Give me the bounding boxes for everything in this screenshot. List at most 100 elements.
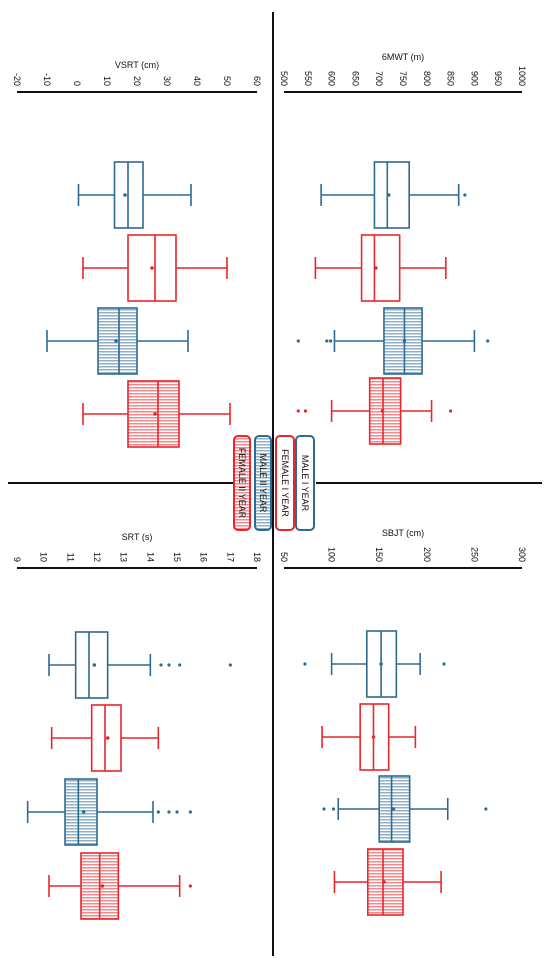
box-plot-female-ii-year [296,377,453,445]
mean-marker [382,880,386,884]
tick-label: 500 [279,71,289,86]
box-plot-female-i-year [314,234,447,302]
tick-label: 13 [119,552,129,562]
legend-item-male-i-year: MALE I YEAR [295,435,315,531]
outlier-point [188,884,192,888]
outlier-point [329,339,333,343]
outlier-point [167,663,171,667]
outlier-point [156,810,160,814]
legend-label: MALE II YEAR [258,454,268,513]
outlier-point [325,339,329,343]
outlier-point [331,807,336,811]
legend-label: FEMALE I YEAR [280,449,290,517]
tick-label: 100 [327,547,337,562]
mean-marker [391,807,396,811]
outlier-point [303,662,307,666]
mean-marker [371,735,376,739]
box-plot-male-ii-year [46,307,189,375]
tick-label: 750 [398,71,408,86]
box-plot-male-i-year [77,161,192,229]
outlier-point [486,339,490,343]
panel-title: SRT (s) [122,532,153,542]
panel-sbjt: SBJT (cm) 50 100 150 200 250 300 [279,528,527,916]
tick-label: 10 [102,76,112,86]
box-plot-male-ii-year [296,307,490,375]
legend-item-male-ii-year: MALE II YEAR [254,435,272,531]
tick-label: 1000 [517,66,527,86]
tick-label: 11 [65,553,75,562]
tick-label: 650 [350,71,360,86]
outlier-point [442,662,446,666]
tick-label: -10 [42,73,52,86]
tick-label: 50 [222,76,232,86]
box-iqr [64,778,98,846]
box-iqr [360,234,401,302]
box-plot-female-ii-year [82,380,231,448]
tick-label: 700 [374,71,384,86]
mean-marker [153,412,157,416]
outlier-point [296,409,300,413]
tick-label: 550 [303,71,313,86]
mean-marker [150,266,154,270]
tick-label: 20 [132,76,142,86]
tick-label: 800 [422,71,432,86]
mean-marker [114,339,118,343]
tick-label: 40 [192,76,202,86]
tick-label: 15 [172,552,182,562]
box-plot-male-ii-year [26,778,192,846]
box-plot-male-i-year [303,630,446,698]
tick-label: 14 [145,552,155,562]
outlier-point [303,409,308,413]
box-plot-female-i-year [50,704,160,772]
mean-marker [100,884,105,888]
tick-label: 9 [12,557,22,562]
tick-label: -20 [12,73,22,86]
tick-label: 30 [162,76,172,86]
outlier-point [175,810,179,814]
box-plot-male-i-year [320,161,467,229]
mean-marker [81,810,86,814]
mean-marker [402,339,407,343]
tick-label: 17 [225,552,235,562]
mean-marker [105,736,110,740]
legend-item-female-ii-year: FEMALE II YEAR [233,435,251,531]
box-plot-male-i-year [48,631,232,699]
outlier-point [296,339,300,343]
legend-item-female-i-year: FEMALE I YEAR [275,435,295,531]
mean-marker [123,193,127,197]
tick-label: 250 [469,547,479,562]
panel-title: SBJT (cm) [382,528,424,538]
tick-label: 18 [252,552,262,562]
tick-label: 600 [327,71,337,86]
tick-label: 10 [39,552,49,562]
outlier-point [178,663,182,667]
tick-label: 300 [517,547,527,562]
box-iqr [373,161,410,229]
mean-marker [374,266,378,270]
tick-label: 16 [199,552,209,562]
tick-label: 200 [422,547,432,562]
outlier-point [228,663,232,667]
panel-title: 6MWT (m) [382,52,424,62]
tick-label: 60 [252,76,262,86]
tick-label: 900 [469,71,479,86]
box-iqr [383,307,423,375]
mean-marker [386,193,391,197]
outlier-point [484,807,488,811]
panel-title: VSRT (cm) [115,60,159,70]
tick-label: 950 [493,71,503,86]
tick-label: 50 [279,552,289,562]
legend: MALE I YEAR FEMALE I YEAR MALE II YEAR F… [233,435,315,531]
outlier-point [463,193,467,197]
box-plot-male-ii-year [322,775,488,843]
outlier-point [159,663,163,667]
legend-label: MALE I YEAR [300,455,310,512]
mean-marker [379,662,383,666]
outlier-point [188,810,192,814]
tick-label: 150 [374,547,384,562]
box-plot-female-ii-year [48,852,192,920]
box-plot-female-i-year [82,234,228,302]
